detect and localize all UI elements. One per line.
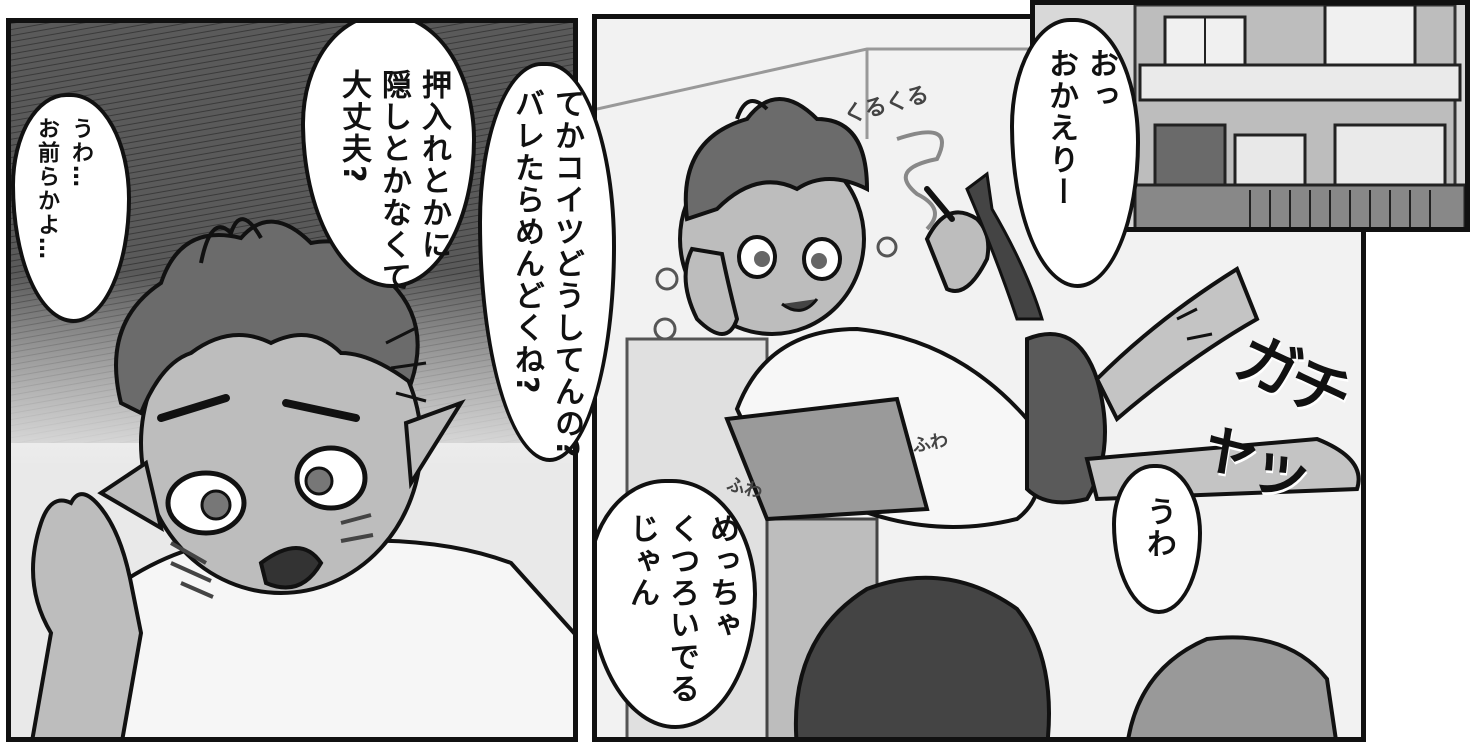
speech-bubble-6: うわ <box>1112 464 1202 614</box>
speech-bubble-3: てかコイツどうしてんの? バレたらめんどくね? <box>478 62 616 462</box>
bubble-4-line-2: おかえりー <box>1043 48 1078 208</box>
bubble-4-line-1: おっ <box>1083 48 1118 112</box>
bubble-2-line-1: 押入れとかに <box>416 69 451 261</box>
speech-bubble-4: おっ おかえりー <box>1010 18 1140 288</box>
bubble-2-line-3: 大丈夫? <box>336 69 371 185</box>
bubble-5-line-1: めっちゃ <box>704 513 739 641</box>
bubble-1-line-1: うわ… <box>68 117 93 189</box>
bubble-3-line-2: バレたらめんどくね? <box>509 88 544 396</box>
bubble-1-line-2: お前らかよ… <box>34 117 59 261</box>
speech-bubble-5: めっちゃ くつろいでる じゃん <box>597 479 757 729</box>
bubble-3-line-1: てかコイツどうしてんの? <box>549 88 584 460</box>
speech-bubble-2: 押入れとかに 隠しとかなくて 大丈夫? <box>301 23 476 293</box>
bubble-5-line-3: じゃん <box>624 513 659 609</box>
bubble-5-line-2: くつろいでる <box>664 513 699 705</box>
left-panel-artwork <box>11 23 573 737</box>
speech-bubble-1: うわ… お前らかよ… <box>11 93 131 323</box>
bubble-2-line-2: 隠しとかなくて <box>376 69 411 293</box>
bubble-6-line-1: うわ <box>1141 496 1176 560</box>
right-panel-artwork <box>597 47 1361 737</box>
panel-left: うわ… お前らかよ… 押入れとかに 隠しとかなくて 大丈夫? <box>6 18 578 742</box>
